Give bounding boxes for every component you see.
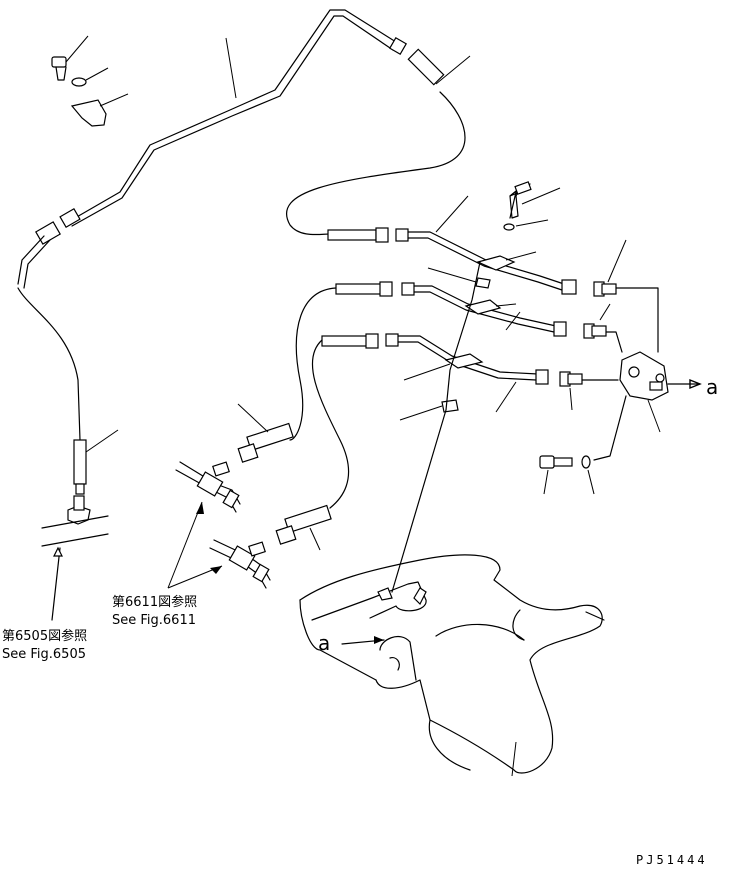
- connection-label-left: a: [318, 631, 330, 655]
- washer-top-left: [71, 67, 109, 87]
- connection-label-right: a: [706, 375, 718, 399]
- ref-fig-6505-jp: 第6505図参照: [2, 628, 87, 644]
- connector-top-right: [593, 239, 627, 297]
- long-pipe-upper: [71, 9, 408, 227]
- ref-6611-leaders: [167, 501, 223, 589]
- pipe-fitting-left-upper: [35, 207, 81, 245]
- bolt-lower-right: [539, 455, 595, 495]
- valve-block: [581, 287, 702, 461]
- hose-left: [17, 235, 119, 621]
- drawing-code: PJ51444: [636, 853, 708, 867]
- ref-fig-6505-label: 第6505図参照 See Fig.6505: [2, 628, 87, 662]
- clamp-top-left: [70, 93, 129, 127]
- connector-mid-right: [583, 303, 611, 339]
- chassis-bracket: [299, 554, 605, 777]
- ref-fig-6611-label: 第6611図参照 See Fig.6611: [112, 594, 197, 628]
- pipe-1: [327, 195, 577, 295]
- hose-lower-2: [275, 339, 350, 551]
- fitting-6611-upper: [175, 461, 241, 513]
- bolt-top-middle: [509, 181, 532, 219]
- pipe-3: [321, 333, 549, 413]
- bolt-top-left: [51, 35, 89, 81]
- connector-low-right: [559, 371, 583, 411]
- ref-fig-6611-en: See Fig.6611: [112, 613, 196, 628]
- hose-upper-right: [286, 48, 471, 236]
- hose-lower-1: [237, 287, 337, 463]
- pipe-2: [335, 281, 567, 337]
- clamp-assembly: [391, 183, 561, 593]
- ref-fig-6611-jp: 第6611図参照: [112, 594, 197, 610]
- fitting-6611-lower: [209, 539, 271, 589]
- ref-fig-6505-en: See Fig.6505: [2, 647, 86, 662]
